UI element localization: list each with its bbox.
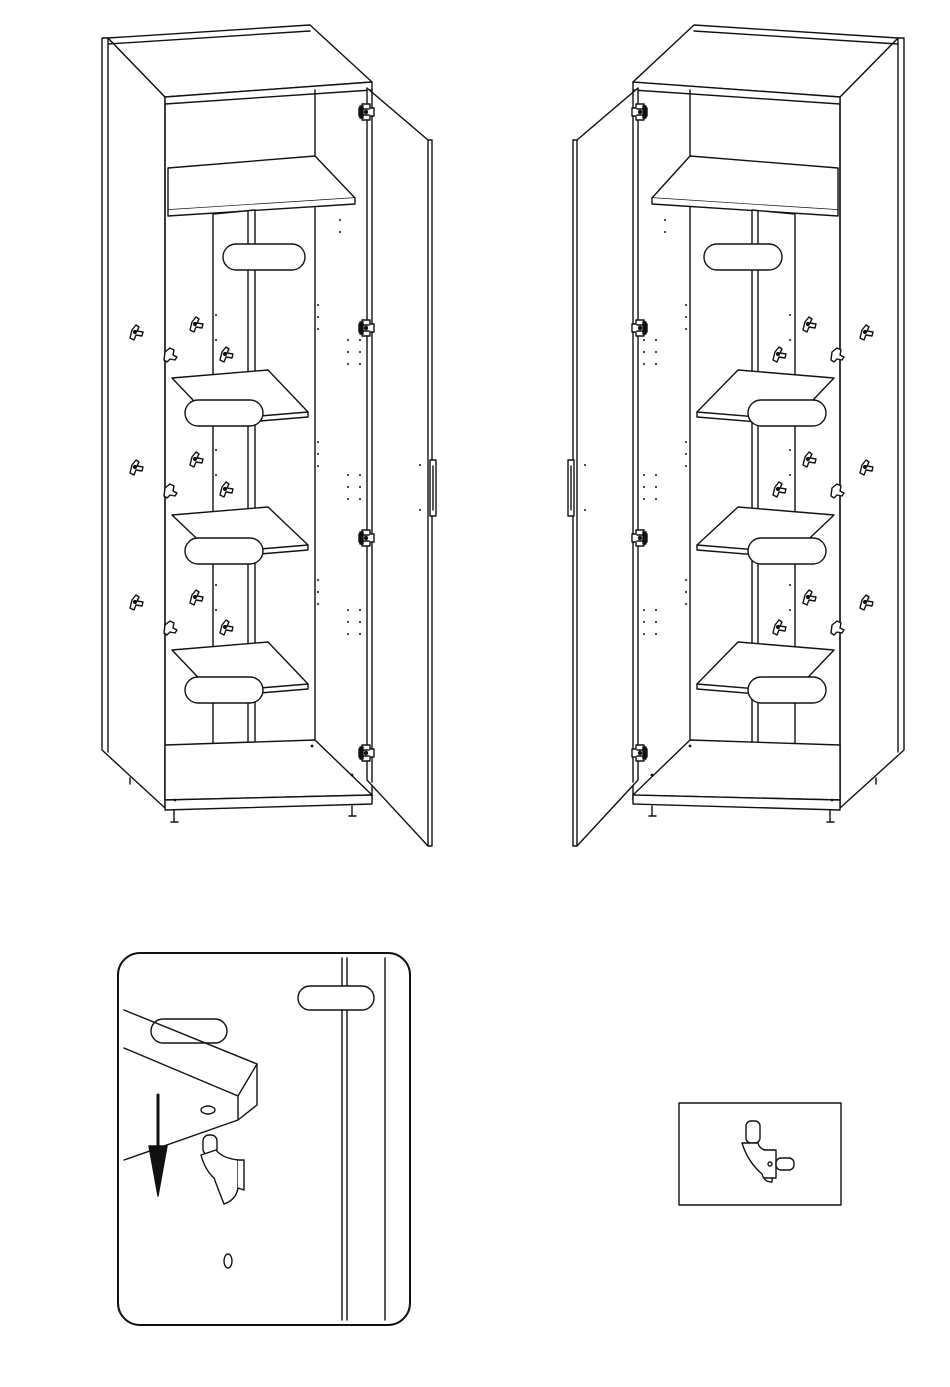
shelf-support-icon — [190, 317, 203, 332]
shelf-support-icon — [190, 452, 203, 467]
connector-icon — [164, 348, 177, 362]
side-panel-left — [102, 38, 165, 808]
door-left-open — [577, 88, 638, 846]
hand-hole-2 — [748, 538, 826, 564]
hand-hole-1 — [185, 400, 263, 426]
connector-icon — [164, 484, 177, 498]
shelf-pin-insert-detail — [118, 953, 410, 1325]
shelf-support-icon — [803, 452, 816, 467]
connector-icon — [164, 621, 177, 635]
bottom-panel — [633, 740, 840, 800]
side-panel-right — [840, 38, 904, 808]
hand-hole-3 — [748, 677, 826, 703]
hand-hole-2 — [185, 538, 263, 564]
hand-hole-upper — [223, 244, 305, 270]
shelf-support-part — [679, 1103, 841, 1205]
hand-hole-1 — [748, 400, 826, 426]
hand-hole-upper — [704, 244, 782, 270]
bottom-panel — [165, 740, 372, 800]
door-right-open — [367, 88, 428, 846]
shelf-support-icon — [803, 317, 816, 332]
wardrobe-right-view — [568, 25, 904, 846]
wardrobe-left-view — [102, 25, 436, 846]
hand-hole-3 — [185, 677, 263, 703]
shelf-support-icon — [190, 590, 203, 605]
shelf-support-icon — [803, 590, 816, 605]
